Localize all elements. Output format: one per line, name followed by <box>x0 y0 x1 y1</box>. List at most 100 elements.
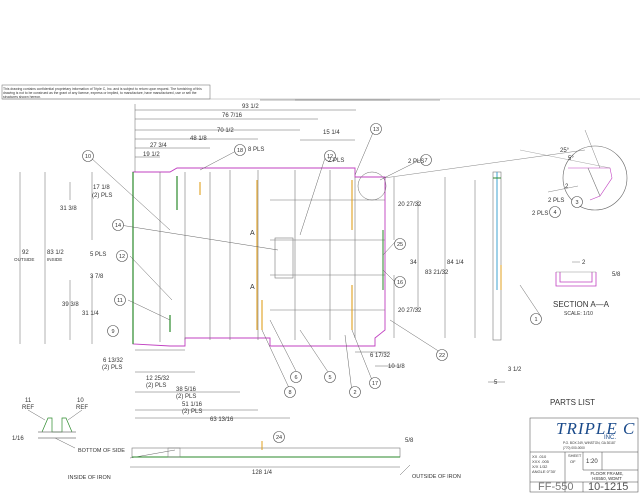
drawing-revision: 10-1215 <box>588 481 629 493</box>
dim-31a: 31 3/8 <box>60 206 77 212</box>
dim-20b: 20 27/32 <box>398 308 422 314</box>
dimension-text: 93 1/2 76 7/16 70 1/2 48 1/8 27 3/4 19 1… <box>12 104 621 476</box>
balloon-12: 12 <box>327 154 333 160</box>
company-inc: INC. <box>604 435 616 441</box>
dim-10-ref-label: REF <box>76 405 88 411</box>
balloon-9: 9 <box>111 329 114 335</box>
dim-12-pls: (2) PLS <box>146 383 166 389</box>
dim-5pls: 5 PLS <box>90 252 106 258</box>
dim-10-ref: 10 <box>77 398 84 404</box>
dim-51: 51 1/16 <box>182 402 203 408</box>
section-title: SECTION A—A <box>553 300 610 309</box>
balloon-2-circle <box>349 386 361 398</box>
dim-6r: 6 17/32 <box>370 353 391 359</box>
dim-15: 15 1/4 <box>323 130 340 136</box>
tolerance-1: XX .010 <box>532 454 547 459</box>
dim-63: 63 13/16 <box>210 417 234 423</box>
balloon-17-circle <box>369 377 381 389</box>
section-dim-2: 2 <box>582 260 586 266</box>
balloon-10-circle <box>82 150 94 162</box>
floor-frame-outline <box>132 167 386 347</box>
balloon-3-circle <box>571 196 583 208</box>
balloon-12: 12 <box>119 254 125 260</box>
balloon-14: 14 <box>115 223 121 229</box>
company-address: P.O. BOX 249, WINSTON, GA 30187 <box>563 441 616 445</box>
drawing-scale: 1:20 <box>586 459 598 465</box>
dim-side-3: 3 1/2 <box>508 367 522 373</box>
dim-6-pls: (2) PLS <box>102 365 122 371</box>
dim-38: 38 5/16 <box>176 387 197 393</box>
detail-dim-2: 2 <box>565 184 569 190</box>
balloon-13-circle <box>370 123 382 135</box>
dim-19: 19 1/2 <box>143 152 160 158</box>
dim-11-ref: 11 <box>25 398 32 404</box>
dim-6: 6 13/32 <box>103 358 124 364</box>
dim-39: 39 3/8 <box>62 302 79 308</box>
balloon-25: 25 <box>397 242 403 248</box>
dim-116: 1/16 <box>12 436 24 442</box>
balloon-9-circle <box>107 325 119 337</box>
drawing-number: FF-550 <box>538 481 574 493</box>
balloon-1: 1 <box>534 317 537 323</box>
dim-31b: 31 1/4 <box>82 311 99 317</box>
dim-93: 93 1/2 <box>242 104 259 110</box>
section-scale: SCALE: 1/10 <box>564 311 593 317</box>
confidentiality-notice: This drawing contains confidential propr… <box>3 87 202 100</box>
dim-10: 10 1/8 <box>388 364 405 370</box>
company-phone: (770) 000-0000 <box>563 446 585 450</box>
dim-84: 84 1/4 <box>447 260 464 266</box>
dim-58: 5/8 <box>405 438 414 444</box>
section-mark-a-bottom: A <box>250 284 255 291</box>
dim-38-pls: (2) PLS <box>176 394 196 400</box>
balloon-7: 7 <box>424 158 427 164</box>
dim-83-inside: INSIDE <box>47 257 62 262</box>
dimension-lines <box>19 99 541 476</box>
dim-20a: 20 27/32 <box>398 202 422 208</box>
dim-15-pls: 2 PLS <box>328 158 344 164</box>
side-view <box>492 171 502 341</box>
balloon-6: 6 <box>294 375 297 381</box>
balloon-12-circle <box>116 250 128 262</box>
balloon-7-circle <box>420 154 432 166</box>
detail-2pls-2: 2 PLS <box>532 211 548 217</box>
sheet-label: SHEET <box>568 453 582 458</box>
balloon-24-circle <box>273 431 285 443</box>
detail-leader <box>383 149 586 179</box>
company-name: TRIPLE C <box>556 419 636 438</box>
title-block-frame <box>529 417 639 493</box>
balloon-13: 13 <box>373 127 379 133</box>
section-mark-a-top: A <box>250 230 255 237</box>
balloon-5: 5 <box>328 375 331 381</box>
parts-list-label: PARTS LIST <box>550 398 595 407</box>
dim-92-outside: OUTSIDE <box>14 257 34 262</box>
balloon-11-circle <box>114 294 126 306</box>
dim-34: 34 <box>410 260 417 266</box>
balloon-2: 2 <box>353 390 356 396</box>
balloon-25-circle <box>394 238 406 250</box>
dim-70: 70 1/2 <box>217 128 234 134</box>
view-labels: SECTION A—A SCALE: 1/10 PARTS LIST BOTTO… <box>68 300 610 481</box>
dim-8pls: 8 PLS <box>248 147 264 153</box>
section-a-a-profile <box>555 261 597 287</box>
drawing-title-line-2: HS550, WDMT <box>592 476 622 481</box>
bottom-of-side-detail <box>38 417 76 439</box>
balloon-6-circle <box>290 371 302 383</box>
dim-76: 76 7/16 <box>222 113 243 119</box>
balloon-10: 10 <box>85 154 91 160</box>
balloon-22-circle <box>436 349 448 361</box>
dim-83: 83 1/2 <box>47 250 64 256</box>
balloon-16: 16 <box>397 280 403 286</box>
detail-2pls-1: 2 PLS <box>548 198 564 204</box>
bottom-of-side-label: BOTTOM OF SIDE <box>78 448 125 454</box>
bottom-profile-view <box>131 441 401 458</box>
tolerance-3: X/X 1/32 <box>532 464 548 469</box>
corner-detail-view <box>519 129 628 211</box>
dim-92: 92 <box>22 250 29 256</box>
tolerance-2: XXX .005 <box>532 459 549 464</box>
outside-of-iron-label: OUTSIDE OF IRON <box>412 474 461 480</box>
dim-12: 12 25/32 <box>146 376 170 382</box>
dim-11-ref-label: REF <box>22 405 34 411</box>
balloon-16-circle <box>394 276 406 288</box>
